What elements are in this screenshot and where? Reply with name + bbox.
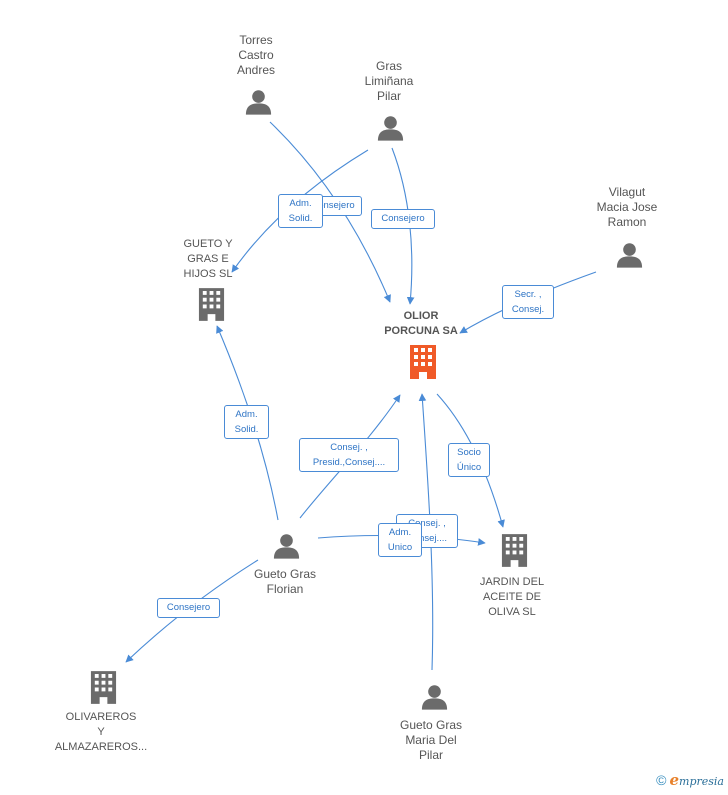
person-icon[interactable] [616,243,643,268]
building-icon[interactable] [501,534,528,567]
edge-label-florian-jardin: Adm. Unico [378,523,422,557]
edge-label-florian-olivareros: Consejero [157,598,220,618]
copyright-icon: © [656,772,667,788]
brand-footer: © empresia [656,771,724,789]
person-icon[interactable] [421,685,448,710]
person-icon[interactable] [273,534,300,559]
edge-label-florian-olior: Consej. , Presid.,Consej.... [299,438,399,472]
node-label-gras-liminana-pilar[interactable]: Gras Limiñana Pilar [364,59,414,103]
edge-label-vilagut-olior: Secr. , Consej. [502,285,554,319]
node-label-gueto-gras-florian[interactable]: Gueto Gras Florian [253,567,317,596]
edge-label-gras-olior: Consejero [371,209,435,229]
node-label-olivareros-y-almazareros[interactable]: OLIVAREROS Y ALMAZAREROS... [54,711,148,753]
empresia-logo: empresia [669,771,724,789]
node-label-gueto-gras-maria-del-pilar[interactable]: Gueto Gras Maria Del Pilar [399,718,463,762]
edge-label-florian-hijos: Adm. Solid. [224,405,269,439]
building-icon[interactable] [90,671,117,704]
node-label-torres-castro-andres[interactable]: Torres Castro Andres [236,33,276,77]
person-icon[interactable] [377,116,404,141]
building-icon[interactable] [410,345,436,379]
node-label-vilagut-macia-jose-ramon[interactable]: Vilagut Macia Jose Ramon [596,185,658,229]
edge-label-olior-jardin: Socio Único [448,443,490,477]
edge-label-gras-hijos: Adm. Solid. [278,194,323,228]
person-icon[interactable] [245,90,272,115]
node-label-jardin-del-aceite-de-oliva-sl[interactable]: JARDIN DEL ACEITE DE OLIVA SL [479,576,545,618]
node-label-gueto-y-gras-e-hijos-sl[interactable]: GUETO Y GRAS E HIJOS SL [183,238,233,280]
building-icon[interactable] [198,288,225,321]
node-label-olior-porcuna-sa[interactable]: OLIOR PORCUNA SA [384,310,458,337]
